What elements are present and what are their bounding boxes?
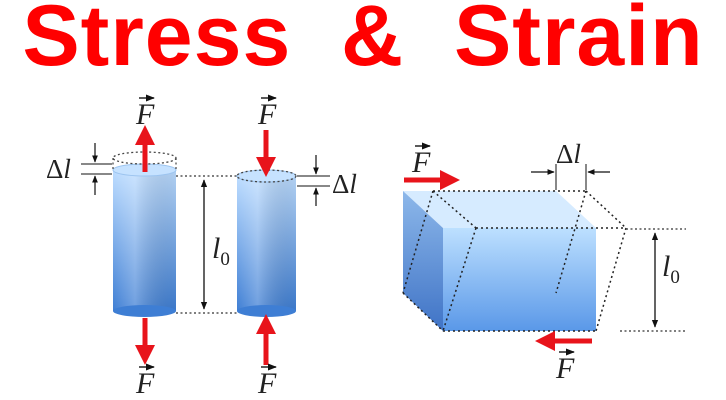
force-label-bottom-right: F xyxy=(257,363,277,400)
force-label-shear-bottom: F xyxy=(555,348,575,385)
force-arrows-shear xyxy=(404,170,592,351)
svg-text:F: F xyxy=(135,367,155,400)
page-title: Stress & Strain xyxy=(22,0,704,84)
svg-text:F: F xyxy=(257,367,277,400)
length-dimension-right: l0 xyxy=(620,228,686,332)
force-label-top-right: F xyxy=(257,94,277,131)
force-label-shear-top: F xyxy=(411,142,431,179)
svg-text:F: F xyxy=(411,146,431,179)
cylinder-tension xyxy=(112,151,177,317)
delta-l-label-left: Δl xyxy=(46,154,71,184)
l0-label-right: l0 xyxy=(662,250,680,288)
l0-label-left: l0 xyxy=(212,232,230,270)
delta-l-right-cylinder: Δl xyxy=(297,155,357,206)
shear-box xyxy=(402,190,627,332)
delta-l-label-shear: Δl xyxy=(556,139,581,169)
force-label-top-left: F xyxy=(135,94,155,131)
svg-text:F: F xyxy=(135,98,155,131)
delta-l-shear: Δl xyxy=(531,139,610,190)
force-arrows-cylinders xyxy=(135,125,276,365)
delta-l-label-middle: Δl xyxy=(332,169,357,199)
svg-text:F: F xyxy=(257,98,277,131)
length-dimension-left: l0 xyxy=(200,179,230,310)
cylinder-compression xyxy=(236,169,297,317)
force-label-bottom-left: F xyxy=(135,363,155,400)
reference-lines xyxy=(176,175,237,314)
svg-text:F: F xyxy=(555,352,575,385)
delta-l-left: Δl xyxy=(46,143,112,195)
